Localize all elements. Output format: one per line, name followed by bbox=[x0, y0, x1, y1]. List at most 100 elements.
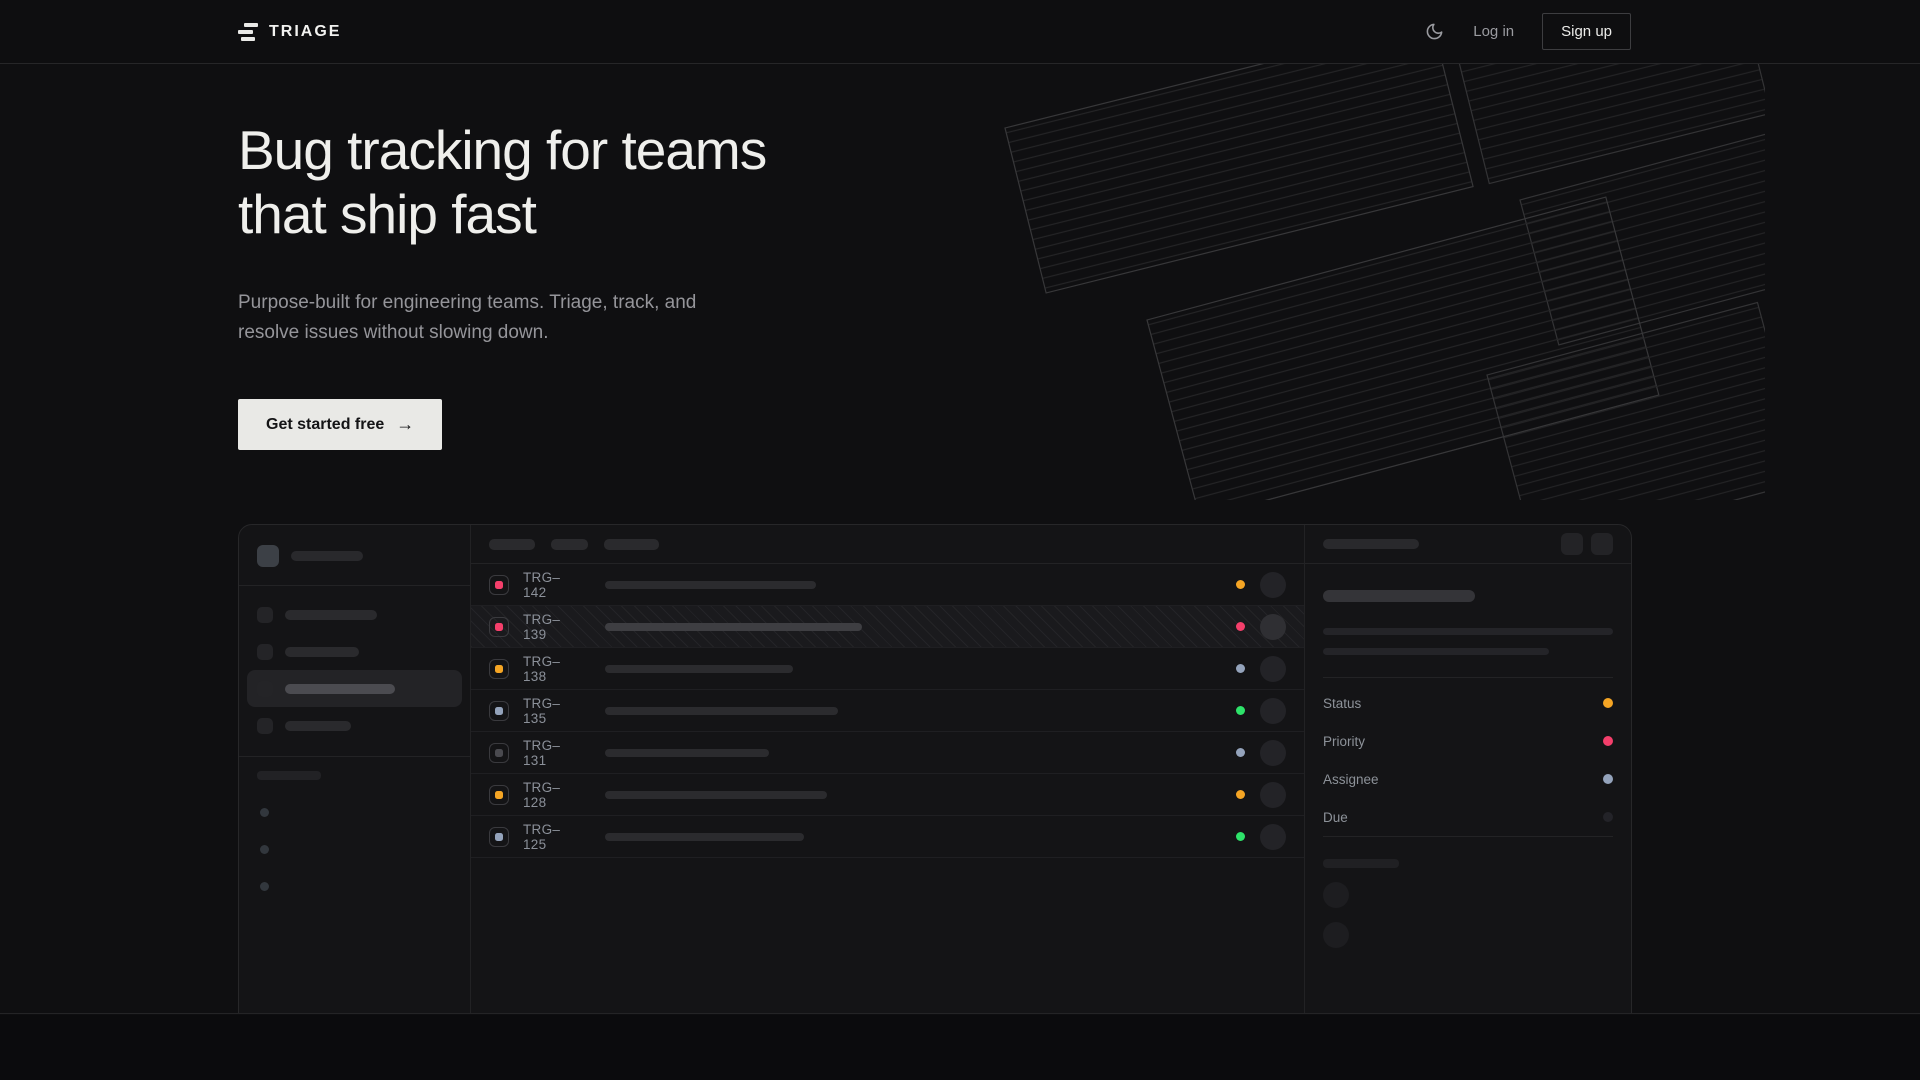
status-dot bbox=[1236, 790, 1245, 799]
property-row[interactable]: Priority bbox=[1323, 722, 1613, 760]
signup-button[interactable]: Sign up bbox=[1542, 13, 1631, 50]
issue-row[interactable]: TRG–142 bbox=[471, 564, 1304, 606]
triage-logo-icon bbox=[238, 22, 258, 41]
property-label: Priority bbox=[1323, 733, 1366, 749]
sidebar-item-icon bbox=[257, 680, 273, 697]
sidebar-item[interactable] bbox=[247, 670, 462, 707]
status-dot bbox=[1236, 706, 1245, 715]
sidebar-divider bbox=[239, 585, 470, 586]
activity-label-skeleton bbox=[1323, 859, 1399, 868]
sidebar-dot bbox=[260, 808, 269, 817]
issue-list-header bbox=[471, 525, 1304, 564]
sidebar-section-label-skeleton bbox=[257, 771, 321, 780]
list-tab-2[interactable] bbox=[551, 538, 588, 550]
issue-detail-panel: Status Priority Assignee Due bbox=[1305, 525, 1631, 1013]
app-mockup-card: TRG–142 TRG–139 TRG–138 TRG–135 TRG–131 bbox=[238, 524, 1632, 1013]
arrow-right-icon: → bbox=[396, 414, 415, 434]
brand-name: TRIAGE bbox=[269, 22, 342, 40]
property-value-dot bbox=[1603, 812, 1613, 822]
description-skeleton bbox=[1323, 628, 1613, 635]
sidebar-item-label-skeleton bbox=[285, 609, 377, 620]
sidebar-item[interactable] bbox=[247, 707, 462, 744]
issue-row[interactable]: TRG–138 bbox=[471, 648, 1304, 690]
issue-type-icon bbox=[489, 826, 509, 847]
assignee-avatar bbox=[1260, 697, 1286, 724]
assignee-avatar bbox=[1260, 823, 1286, 850]
workspace-avatar bbox=[257, 545, 279, 567]
panel-action-button[interactable] bbox=[1561, 533, 1583, 555]
hero-title: Bug tracking for teams that ship fast bbox=[238, 118, 767, 246]
list-tab-3[interactable] bbox=[604, 538, 659, 550]
issue-title-skeleton bbox=[605, 580, 816, 589]
issue-row[interactable]: TRG–135 bbox=[471, 690, 1304, 732]
sidebar-item[interactable] bbox=[247, 633, 462, 670]
property-label: Due bbox=[1323, 809, 1348, 825]
brand-logo[interactable]: TRIAGE bbox=[238, 22, 342, 41]
list-tab-1[interactable] bbox=[489, 538, 535, 550]
hero-title-line2: that ship fast bbox=[238, 183, 537, 245]
issue-title-skeleton bbox=[1323, 590, 1475, 602]
issue-row[interactable]: TRG–131 bbox=[471, 732, 1304, 774]
issue-row[interactable]: TRG–139 bbox=[471, 606, 1304, 648]
sidebar-item-label-skeleton bbox=[285, 720, 351, 731]
issue-type-icon bbox=[489, 784, 509, 805]
issue-id: TRG–139 bbox=[523, 611, 561, 642]
description-skeleton bbox=[1323, 648, 1550, 655]
panel-breadcrumb-skeleton bbox=[1323, 539, 1419, 549]
issue-title-skeleton bbox=[605, 790, 827, 799]
cta-label: Get started free bbox=[266, 415, 385, 433]
wireframe-decoration bbox=[1004, 30, 1765, 500]
assignee-avatar bbox=[1260, 781, 1286, 808]
issue-type-icon bbox=[489, 658, 509, 679]
property-label: Status bbox=[1323, 695, 1362, 711]
issue-row[interactable]: TRG–125 bbox=[471, 816, 1304, 858]
issue-list: TRG–142 TRG–139 TRG–138 TRG–135 TRG–131 bbox=[471, 525, 1305, 1013]
get-started-button[interactable]: Get started free → bbox=[238, 399, 443, 450]
property-value-dot bbox=[1603, 774, 1613, 784]
sidebar-item-icon bbox=[257, 606, 273, 623]
workspace-switcher[interactable] bbox=[257, 539, 452, 573]
issue-type-icon bbox=[489, 616, 509, 637]
hero-section: Bug tracking for teams that ship fast Pu… bbox=[0, 30, 1920, 1014]
issue-id: TRG–125 bbox=[523, 821, 561, 852]
assignee-avatar bbox=[1260, 655, 1286, 682]
sidebar-nav bbox=[247, 596, 462, 744]
sidebar-dot bbox=[260, 845, 269, 854]
theme-toggle-button[interactable] bbox=[1423, 21, 1445, 43]
issue-row[interactable]: TRG–128 bbox=[471, 774, 1304, 816]
sidebar-item-label-skeleton bbox=[285, 646, 359, 657]
issue-id: TRG–138 bbox=[523, 653, 561, 684]
panel-header bbox=[1305, 525, 1631, 564]
property-row[interactable]: Due bbox=[1323, 798, 1613, 836]
login-link[interactable]: Log in bbox=[1473, 23, 1515, 40]
assignee-avatar bbox=[1260, 571, 1286, 598]
property-row[interactable]: Status bbox=[1323, 684, 1613, 722]
top-nav: TRIAGE Log in Sign up bbox=[0, 0, 1920, 64]
issue-type-icon bbox=[489, 574, 509, 595]
hero-subtitle: Purpose-built for engineering teams. Tri… bbox=[238, 292, 697, 343]
next-section-band bbox=[0, 1015, 1920, 1080]
sidebar-item-icon bbox=[257, 717, 273, 734]
issue-id: TRG–135 bbox=[523, 695, 561, 726]
sidebar-item[interactable] bbox=[247, 596, 462, 633]
property-row[interactable]: Assignee bbox=[1323, 760, 1613, 798]
status-dot bbox=[1236, 622, 1245, 631]
hero-title-line1: Bug tracking for teams bbox=[238, 119, 767, 181]
panel-divider bbox=[1323, 677, 1613, 678]
issue-id: TRG–128 bbox=[523, 779, 561, 810]
property-label: Assignee bbox=[1323, 771, 1379, 787]
panel-action-button[interactable] bbox=[1591, 533, 1613, 555]
issue-title-skeleton bbox=[605, 832, 804, 841]
status-dot bbox=[1236, 580, 1245, 589]
issue-title-skeleton bbox=[605, 748, 769, 757]
issue-id: TRG–142 bbox=[523, 569, 561, 600]
panel-divider bbox=[1323, 836, 1613, 837]
issue-title-skeleton bbox=[605, 622, 862, 631]
issue-type-icon bbox=[489, 700, 509, 721]
comment-avatar-skeleton bbox=[1323, 922, 1349, 948]
status-dot bbox=[1236, 664, 1245, 673]
assignee-avatar bbox=[1260, 739, 1286, 766]
status-dot bbox=[1236, 832, 1245, 841]
comment-avatar-skeleton bbox=[1323, 882, 1349, 908]
sidebar-item-label-skeleton bbox=[285, 683, 395, 694]
